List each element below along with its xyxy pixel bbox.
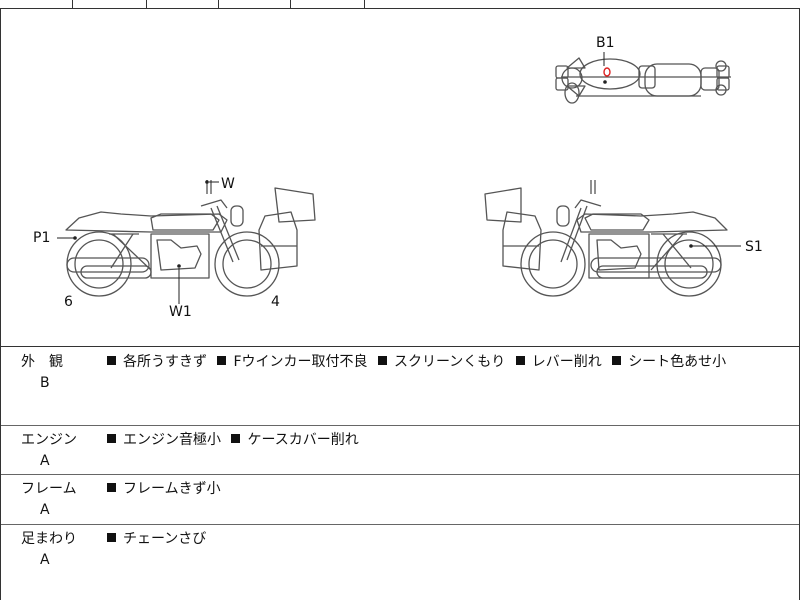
note-item: レバー削れ <box>515 354 602 370</box>
damage-diagram: B1 W P1 W1 6 4 S1 <box>0 8 800 346</box>
label-4: 4 <box>271 294 280 310</box>
row-exterior: 外 観 B 各所うすきず Fウインカー取付不良 スクリーンくもり レバー削れ シ… <box>1 347 799 426</box>
note-text: スクリーンくもり <box>393 354 506 370</box>
row-suspension: 足まわり A チェーンさび <box>1 524 799 600</box>
label-w1: W1 <box>169 304 192 320</box>
note-item: Fウインカー取付不良 <box>217 354 368 370</box>
grade-value: B <box>40 375 50 391</box>
bullet-square-icon <box>107 434 116 443</box>
note-text: エンジン音極小 <box>123 432 221 448</box>
bullet-square-icon <box>107 356 116 365</box>
motorcycle-top-view <box>555 57 731 104</box>
note-item: シート色あせ小 <box>612 354 726 370</box>
category-label: エンジン <box>21 432 77 448</box>
header-row-cutoff <box>0 0 800 9</box>
b1-point <box>603 80 607 84</box>
bullet-square-icon <box>217 356 227 365</box>
grade-value: A <box>40 552 50 568</box>
label-w: W <box>221 176 235 192</box>
bullet-square-icon <box>612 356 622 365</box>
motorcycle-left-view <box>65 180 316 297</box>
row-frame: フレーム A フレームきず小 <box>1 474 799 525</box>
bullet-square-icon <box>107 483 116 492</box>
label-p1: P1 <box>33 230 50 246</box>
notes-list: フレームきず小 <box>107 478 227 498</box>
note-item: スクリーンくもり <box>377 354 506 370</box>
motorcycle-right-view <box>484 180 728 297</box>
bullet-square-icon <box>515 356 525 365</box>
note-text: レバー削れ <box>531 354 602 370</box>
bullet-square-icon <box>107 533 116 542</box>
note-text: フレームきず小 <box>123 481 221 497</box>
note-item: エンジン音極小 <box>107 432 221 448</box>
category-label: フレーム <box>21 481 77 497</box>
label-6: 6 <box>64 294 73 310</box>
bullet-square-icon <box>377 356 387 365</box>
grade-value: A <box>40 502 50 518</box>
note-item: 各所うすきず <box>107 354 207 370</box>
b1-damage-mark <box>603 67 611 77</box>
w-point <box>205 180 209 184</box>
note-text: 各所うすきず <box>123 354 207 370</box>
s1-point <box>689 244 693 248</box>
motorcycle-diagram-svg: B1 W P1 W1 6 4 S1 <box>33 35 763 320</box>
note-item: チェーンさび <box>107 531 206 547</box>
p1-point <box>73 236 77 240</box>
note-item: ケースカバー削れ <box>231 432 359 448</box>
note-text: Fウインカー取付不良 <box>233 354 368 370</box>
row-engine: エンジン A エンジン音極小 ケースカバー削れ <box>1 425 799 475</box>
notes-list: エンジン音極小 ケースカバー削れ <box>107 429 365 449</box>
inspection-notes: 外 観 B 各所うすきず Fウインカー取付不良 スクリーンくもり レバー削れ シ… <box>0 346 800 600</box>
label-s1: S1 <box>745 239 763 255</box>
grade-value: A <box>40 453 50 469</box>
label-b1: B1 <box>596 35 615 51</box>
category-label: 外 観 <box>21 354 63 370</box>
note-text: シート色あせ小 <box>628 354 727 370</box>
note-item: フレームきず小 <box>107 481 221 497</box>
bullet-square-icon <box>231 434 241 443</box>
note-text: ケースカバー削れ <box>247 432 359 448</box>
category-label: 足まわり <box>21 531 77 547</box>
note-text: チェーンさび <box>123 531 207 547</box>
notes-list: チェーンさび <box>107 528 212 548</box>
w1-point <box>177 264 181 268</box>
notes-list: 各所うすきず Fウインカー取付不良 スクリーンくもり レバー削れ シート色あせ小 <box>107 351 732 371</box>
